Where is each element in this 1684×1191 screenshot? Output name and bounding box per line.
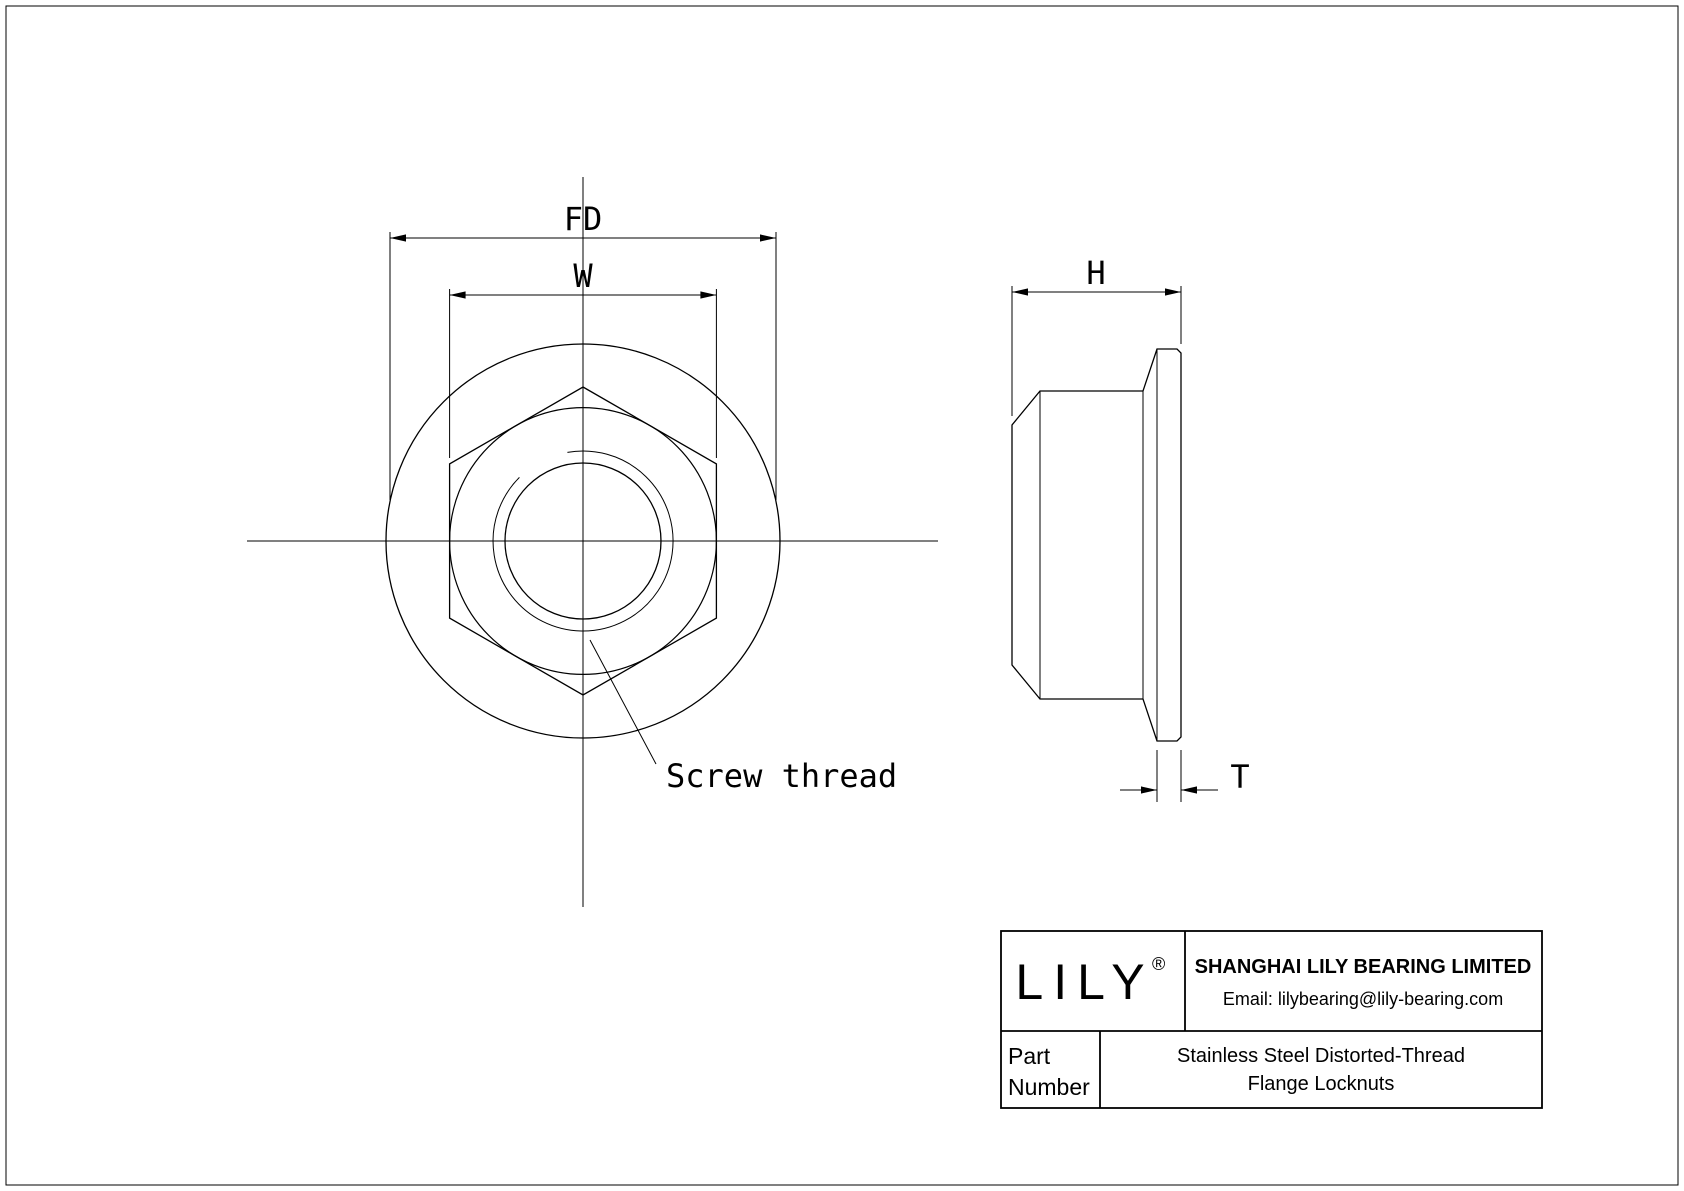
title-block: LILY ® SHANGHAI LILY BEARING LIMITED Ema… <box>1000 930 1543 1109</box>
dimension-height: H <box>1011 254 1182 416</box>
dimension-width-across-flats: W <box>449 257 717 458</box>
dim-label-t: T <box>1230 758 1249 796</box>
company-name: SHANGHAI LILY BEARING LIMITED <box>1195 956 1532 978</box>
screw-thread-callout: Screw thread <box>589 639 897 795</box>
arrowhead-right <box>700 291 717 299</box>
screw-thread-label: Screw thread <box>666 757 897 795</box>
arrowhead-right <box>760 234 776 242</box>
hex-chamfer-circle <box>449 407 717 675</box>
page-border <box>5 5 1679 1186</box>
dim-label-w: W <box>573 257 593 295</box>
part-number-label-line1: Part <box>1008 1043 1051 1069</box>
title-block-border <box>1000 930 1543 1109</box>
arrowhead-right <box>1165 288 1181 296</box>
registered-trademark-icon: ® <box>1152 954 1165 974</box>
thread-major-arc <box>492 450 674 632</box>
part-description-line1: Stainless Steel Distorted-Thread <box>1177 1045 1465 1067</box>
part-number-label-line2: Number <box>1008 1074 1090 1100</box>
arrowhead-left <box>1141 786 1157 794</box>
front-view <box>247 177 938 907</box>
arrowhead-left <box>449 291 466 299</box>
thread-minor-circle <box>504 462 662 620</box>
side-profile-outline <box>1011 348 1182 742</box>
dimension-flange-thickness: T <box>1120 750 1250 802</box>
part-description-line2: Flange Locknuts <box>1248 1073 1395 1095</box>
dim-label-fd: FD <box>564 200 603 238</box>
side-view <box>1011 348 1182 742</box>
arrowhead-right <box>1181 786 1197 794</box>
company-logo: LILY <box>1015 954 1154 1010</box>
arrowhead-left <box>390 234 406 242</box>
company-email: Email: lilybearing@lily-bearing.com <box>1223 989 1503 1009</box>
dimension-flange-diameter: FD <box>389 200 777 500</box>
leader-line <box>589 639 657 765</box>
flange-outer-circle <box>385 343 781 739</box>
hexagon-outline <box>448 386 718 696</box>
dim-label-h: H <box>1086 254 1105 292</box>
arrowhead-left <box>1012 288 1028 296</box>
